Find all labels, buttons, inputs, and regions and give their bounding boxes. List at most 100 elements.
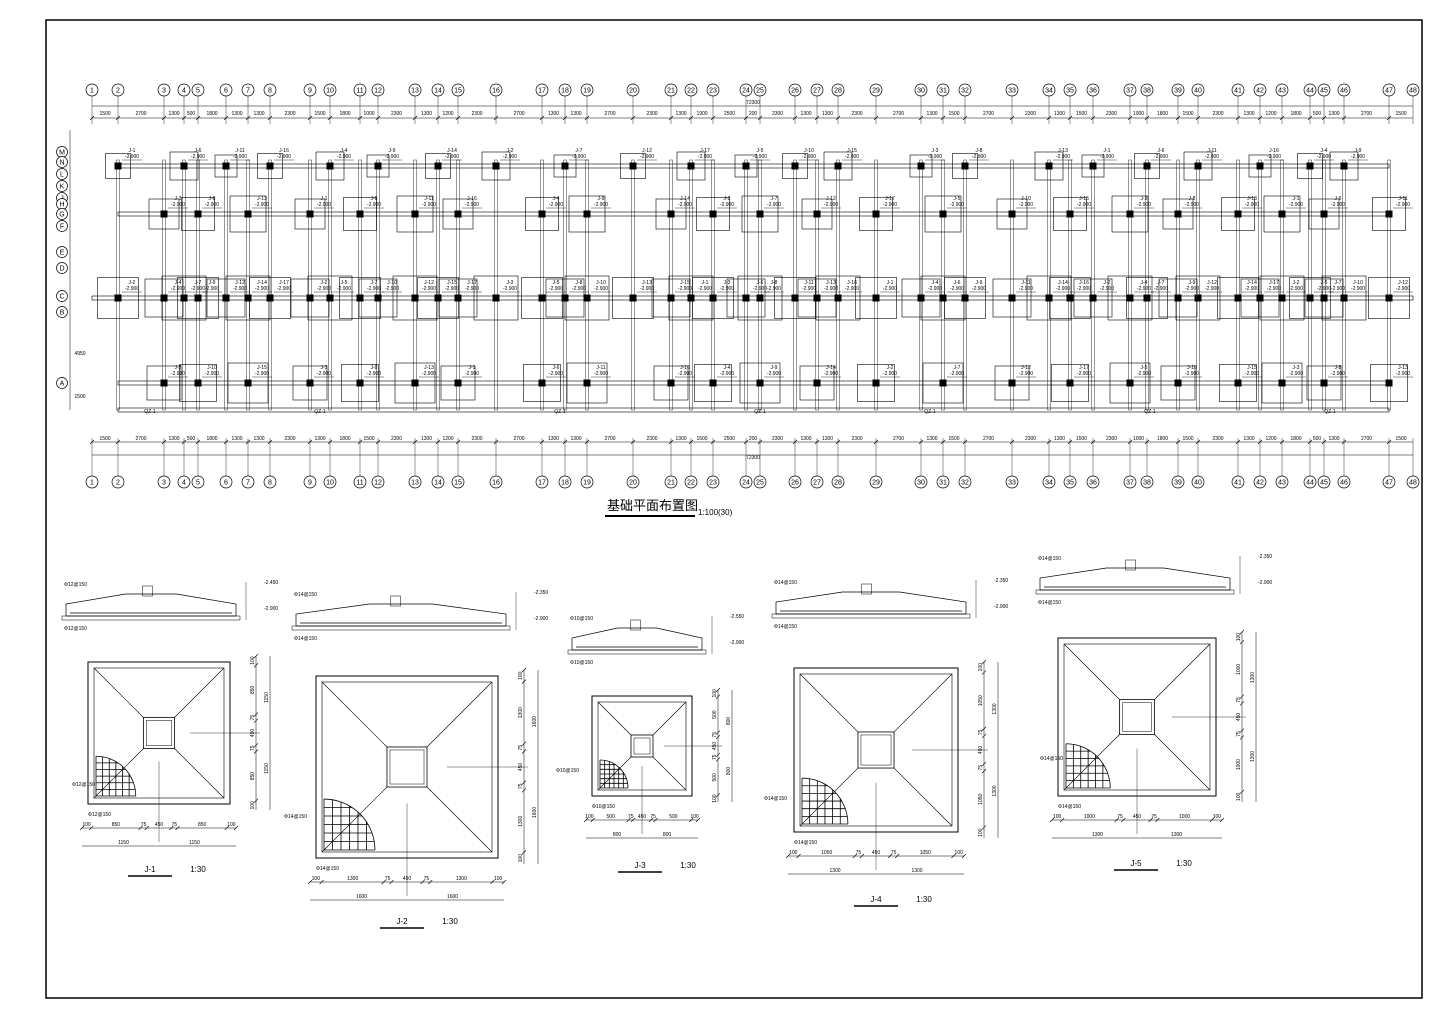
footing-level: -2.900 [1396,371,1410,377]
dim-tick [267,439,273,445]
axis-label-bottom: 4 [182,480,186,487]
dim-bottom: 1500 [1395,436,1406,442]
axis-label-top: 37 [1126,88,1134,95]
footing-level: -2.900 [1154,154,1168,160]
footing-level: -2.900 [883,371,897,377]
dim-tick [1195,439,1201,445]
dim-value-side-total: 1300 [1250,672,1256,683]
dim-tick [792,115,798,121]
dim-top: 2500 [724,111,735,117]
dim-tick [1155,817,1160,823]
dim-bottom: 1300 [1243,436,1254,442]
dim-tick [1239,735,1245,740]
dim-tick [435,439,441,445]
column-stub [629,162,637,170]
dim-top: 1800 [1290,111,1301,117]
dim-tick [224,825,229,831]
footing-label: J-4 [1321,148,1328,154]
dim-tick [1235,439,1241,445]
footing-label: J-5 [954,196,961,202]
dim-top: 2300 [284,111,295,117]
footing-detail-j-2: Φ14@150Φ14@150-2.350-2.900Φ14@150Φ14@150… [284,590,548,929]
grade-beam-vertical [1308,159,1312,411]
dim-top: 2300 [851,111,862,117]
axis-label-top: 23 [709,88,717,95]
row-label: N [59,160,64,167]
footing-label: J-11 [804,280,814,286]
footing-level: -2.900 [594,202,608,208]
dim-tick [539,439,545,445]
dim-value-side: 450 [250,729,256,738]
column-stub [538,294,546,302]
dim-top: 1900 [696,111,707,117]
column-outline [386,746,428,788]
column-stub [961,162,969,170]
dim-value-side: 100 [1236,633,1242,642]
footing-level: -2.900 [720,202,734,208]
dim-bottom: 2700 [1361,436,1372,442]
dim-bottom: 1500 [696,436,707,442]
column-stub [1320,210,1328,218]
dim-bottom: 2700 [983,436,994,442]
footing-label: J-6 [1158,148,1165,154]
column-stub [1143,294,1151,302]
column-stub [709,210,717,218]
footing-pad [1126,277,1168,319]
dim-tick [375,115,381,121]
footing-pad [1221,197,1255,231]
dim-bottom: 1300 [570,436,581,442]
dim-value-bottom: 75 [424,876,430,882]
footing-level: -2.900 [465,371,479,377]
dim-bottom: 2300 [1212,436,1223,442]
dim-tick [412,115,418,121]
axis-label-top: 35 [1066,88,1074,95]
footing-pad [1261,362,1303,404]
footing-level: -2.900 [1289,286,1303,292]
column-stub [1306,294,1314,302]
dim-value-bottom: 75 [141,822,147,828]
footing-details: Φ12@150Φ12@150-2.450-2.900Φ12@150Φ12@150… [61,554,1272,929]
dim-top: 1500 [948,111,959,117]
dim-value-bottom: 500 [606,814,615,820]
dim-tick [814,439,820,445]
dim-total-top: 72300 [746,100,760,106]
dim-bottom: 1300 [800,436,811,442]
axis-label-bottom: 45 [1320,480,1328,487]
column-stub [1126,210,1134,218]
column-stub [538,379,546,387]
footing-label: J-14 [826,365,836,371]
axis-label-bottom: 36 [1089,480,1097,487]
dim-tick [253,653,259,659]
column-stub [561,162,569,170]
dim-top: 2700 [893,111,904,117]
footing-label: J-15 [447,280,457,286]
footing-pad [341,364,379,402]
dim-tick [1127,439,1133,445]
grade-beam-vertical [308,159,312,411]
footing-label: J-17 [700,148,710,154]
footing-detail-j-4: Φ14@150Φ14@150-2.350-2.900Φ14@150Φ14@150… [764,578,1008,907]
section-rebar-label: Φ14@150 [1038,600,1061,606]
footing-pad [909,154,933,178]
dim-tick [253,749,259,754]
column-stub [939,210,947,218]
dim-tick [493,439,499,445]
dim-tick [455,115,461,121]
footing-label: J-10 [207,365,217,371]
dim-top: 1300 [421,111,432,117]
axis-label-bottom: 37 [1126,480,1134,487]
axis-label-top: 5 [196,88,200,95]
footing-pad [568,195,606,233]
axis-label-bottom: 7 [246,480,250,487]
axis-label-bottom: 20 [629,480,637,487]
column-stub [306,294,314,302]
footing-pad [564,275,610,321]
dim-value-bottom: 1050 [920,850,931,856]
dim-tick [195,115,201,121]
dim-tick [688,439,694,445]
footing-pad [1081,154,1105,178]
axis-label-top: 12 [374,88,382,95]
footing-level: -2.900 [1331,286,1345,292]
dim-value-bottom: 450 [638,814,647,820]
